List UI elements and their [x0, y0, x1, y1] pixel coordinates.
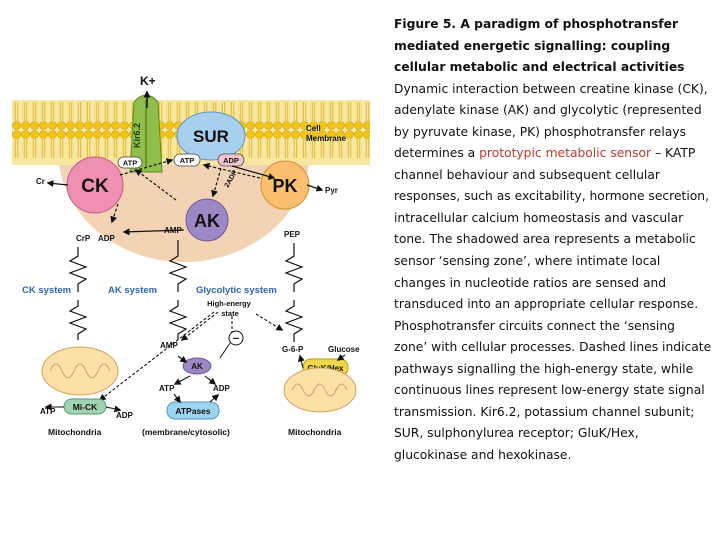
ck-system-label: CK system [22, 285, 71, 296]
sur-receptor [176, 111, 246, 161]
ak-small-enzyme [182, 357, 212, 375]
ak-system-label: AK system [108, 285, 157, 296]
ak-enzyme [185, 198, 229, 242]
mitochondria-left-label: Mitochondria [48, 427, 102, 437]
ak-label: AK [194, 211, 220, 231]
pk-enzyme [260, 160, 310, 210]
caption-highlight: prototypic metabolic sensor [479, 146, 652, 161]
kir-atp-pill [117, 156, 143, 169]
mitochondrion-left [41, 346, 119, 396]
inhibition-circle [228, 330, 244, 346]
sur-atp-label: ATP [180, 156, 194, 165]
sur-adp-label: ADP [223, 156, 239, 165]
high-energy-arrows [98, 311, 284, 401]
high-energy-state-text: High-energy [207, 299, 252, 308]
sur-atp-pill [173, 153, 201, 167]
sur-label: SUR [193, 127, 229, 146]
mi-ck-atp-label: ATP [40, 407, 56, 416]
ak-atp-label: ATP [159, 384, 175, 393]
sensing-zone-arrows [46, 158, 324, 236]
ck-adp-label: ADP [98, 234, 116, 243]
pyr-label: Pyr [325, 186, 338, 195]
g6p-label: G-6-P [282, 345, 304, 354]
membrane-cytosolic-label: (membrane/cytosolic) [142, 427, 230, 437]
atpases-box [166, 401, 220, 420]
caption-title: Figure 5. A paradigm of phosphotransfer … [394, 17, 685, 75]
glucose-label: Glucose [328, 345, 360, 354]
pk-label: PK [272, 176, 297, 196]
cell-membrane-text-line2: Membrane [306, 134, 347, 143]
lower-amp-label: AMP [160, 341, 178, 350]
ak-small-label: AK [191, 362, 203, 371]
sur-adp-pill [217, 153, 245, 167]
mitochondria-right-label: Mitochondria [288, 427, 342, 437]
kir-atp-label: ATP [123, 159, 137, 168]
kir-label: Kir6.2 [132, 123, 142, 148]
inhibition-line [219, 342, 231, 359]
pk-pep-label: PEP [284, 230, 301, 239]
glycolytic-system-label: Glycolytic system [196, 285, 277, 296]
ak-adp-label: ADP [213, 384, 231, 393]
energetic-signalling-diagram: Kir6.2 K+ SUR Cell Membrane ATP ATP ADP … [12, 74, 370, 437]
atpases-label: ATPases [175, 406, 211, 416]
figure-caption: Figure 5. A paradigm of phosphotransfer … [394, 14, 712, 466]
mi-ck-label: Mi-CK [73, 402, 98, 412]
high-energy-state-label: High-energy state [207, 299, 253, 318]
cell-membrane-label: Cell Membrane [306, 124, 347, 143]
inhibition-minus: − [233, 333, 239, 345]
mitochondrion-right [283, 367, 357, 413]
mi-ck-adp-label: ADP [116, 411, 134, 420]
signal-wires [68, 240, 304, 342]
lower-arrows [44, 353, 346, 413]
high-energy-state-text-line2: state [221, 309, 239, 318]
ck-crp-label: CrP [76, 234, 91, 243]
cell-membrane-text: Cell [306, 124, 321, 133]
ck-label: CK [81, 176, 109, 197]
k-plus-label: K+ [140, 74, 156, 88]
caption-text-before: Dynamic interaction between creatine kin… [394, 81, 708, 161]
cr-label: Cr [36, 177, 45, 186]
caption-text-after: – KATP channel behaviour and subsequent … [394, 146, 712, 462]
